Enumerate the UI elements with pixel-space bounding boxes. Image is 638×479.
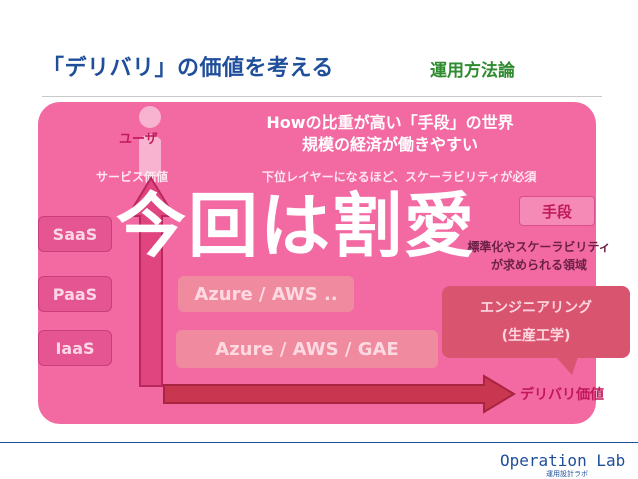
azure-aws-gae: Azure / AWS / GAE [176, 330, 438, 368]
scalability-note: 下位レイヤーになるほど、スケーラビリティが必須 [262, 170, 537, 184]
brand-subtitle: 運用設計ラボ [546, 470, 588, 478]
standardization-line-1: 標準化やスケーラビリティ [467, 240, 611, 254]
footer-divider [0, 442, 638, 443]
page-title: 「デリバリ」の価値を考える [42, 56, 334, 81]
delivery-value-arrow-icon [163, 374, 516, 414]
delivery-value-label: デリバリ価値 [520, 387, 604, 403]
azure-aws-upper: Azure / AWS .. [178, 276, 354, 312]
user-figure-icon [139, 106, 161, 176]
how-line-2: 規模の経済が働きやすい [301, 135, 478, 154]
page-subtitle: 運用方法論 [430, 61, 515, 81]
engineering-line-1: エンジニアリング [480, 300, 592, 316]
brand-logo: Operation Lab [500, 451, 626, 470]
standardization-line-2: が求められる領域 [490, 258, 587, 272]
overlay-omitted-text: 今回は割愛 [116, 185, 476, 267]
service-value-arrow-icon [126, 176, 176, 387]
callout-tail-icon [556, 357, 578, 375]
standardization-note: 標準化やスケーラビリティ が求められる領域 [444, 238, 634, 274]
diagram-panel [38, 102, 596, 424]
engineering-line-2: (生産工学) [501, 328, 571, 344]
layer-iaas: IaaS [38, 330, 112, 366]
engineering-callout: エンジニアリング (生産工学) [442, 286, 630, 358]
layer-saas: SaaS [38, 216, 112, 252]
title-divider [42, 96, 602, 97]
how-description: Howの比重が高い「手段」の世界 規模の経済が働きやすい [200, 112, 580, 156]
means-box: 手段 [519, 196, 595, 226]
how-line-1: Howの比重が高い「手段」の世界 [266, 113, 514, 132]
user-label: ユーザ [119, 132, 158, 147]
layer-paas: PaaS [38, 276, 112, 312]
